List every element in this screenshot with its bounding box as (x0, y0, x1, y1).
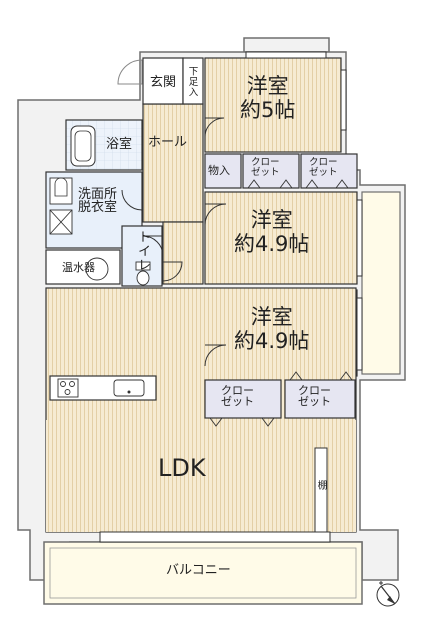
kitchen-sink-icon (113, 379, 145, 397)
ldk-lower-floor (46, 420, 356, 532)
closet-4-box (284, 379, 356, 419)
north-arrow-icon (376, 581, 400, 607)
washing-machine-icon (49, 209, 73, 235)
balcony-area (43, 541, 363, 605)
room-2-name: 洋室 (250, 208, 293, 232)
shoe-closet-box (182, 57, 204, 105)
sink-drain-icon (127, 390, 131, 394)
closet-2-label: クロー ゼット (309, 158, 338, 177)
closet-3-label: クロー ゼット (221, 385, 254, 407)
closet-3-box (204, 379, 282, 419)
closet-1-line1: クロー (251, 157, 280, 168)
bathtub-icon (70, 125, 96, 167)
bathroom-label: 浴室 (106, 137, 133, 152)
bathtub-inner (74, 130, 92, 162)
room-2-floor (204, 191, 358, 285)
water-heater-icon (85, 257, 109, 281)
closet-3-line2: ゼット (221, 395, 254, 408)
washroom-label-line2: 脱衣室 (78, 200, 118, 215)
closet-2-line1: クロー (309, 157, 338, 168)
vanity-icon (49, 177, 73, 205)
toilet-label: トイレ (135, 230, 150, 272)
door-swings (117, 59, 227, 367)
entrance-floor (142, 57, 184, 105)
stove-burner-icon (57, 378, 79, 398)
room-3-name: 洋室 (250, 305, 293, 329)
hall-label: ホール (148, 135, 188, 150)
closet-4-label: クロー ゼット (298, 385, 331, 407)
room-3-label: 洋室 約4.9帖 (234, 307, 309, 352)
closet-3-line1: クロー (221, 384, 254, 397)
side-balcony (361, 191, 401, 375)
balcony-label: バルコニー (166, 563, 231, 578)
washroom-label: 洗面所 脱衣室 (78, 188, 117, 214)
shoe-closet-label: 下足入 (186, 66, 198, 98)
basin-icon (54, 177, 68, 197)
toilet-icon (135, 261, 151, 286)
hall-lower-floor (162, 221, 204, 285)
room-1-label: 洋室 約5帖 (240, 76, 295, 121)
washroom-label-line1: 洗面所 (78, 187, 118, 202)
closet-door-marks (209, 179, 353, 427)
water-heater-label: 温水器 (62, 261, 95, 274)
shelf-box (314, 447, 328, 533)
shelf-label: 棚 (315, 480, 327, 491)
hall-floor (142, 103, 204, 223)
room-3-size: 約4.9帖 (234, 329, 310, 353)
closet-4-line1: クロー (298, 384, 331, 397)
closet-1-label: クロー ゼット (251, 158, 280, 177)
entrance-label: 玄関 (150, 75, 177, 90)
room-1-name: 洋室 (246, 74, 289, 98)
ldk-label: LDK (158, 454, 206, 482)
storage-label: 物入 (208, 164, 230, 177)
windows (99, 51, 363, 543)
room-2-label: 洋室 約4.9帖 (234, 210, 309, 255)
room-1-size: 約5帖 (240, 98, 296, 122)
closet-1-line2: ゼット (251, 166, 280, 178)
closet-2-line2: ゼット (309, 166, 338, 178)
room-1-floor (204, 57, 342, 153)
room-2-size: 約4.9帖 (234, 232, 310, 256)
closet-4-line2: ゼット (298, 395, 331, 408)
storage-box (204, 153, 242, 189)
